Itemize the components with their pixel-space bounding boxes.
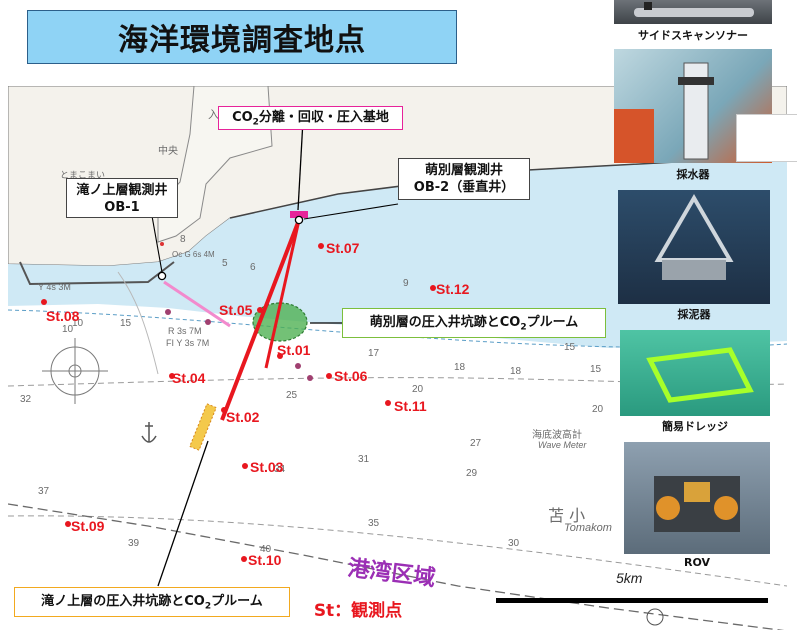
caption-mud-sampler: 採泥器 bbox=[677, 308, 711, 321]
depth-label: 32 bbox=[20, 394, 32, 405]
moebetsu-well-callout: 萌別層観測井 OB-2（垂直井） bbox=[398, 158, 530, 200]
light-label-2: FI Y 3s 7M bbox=[166, 338, 210, 348]
station-dot bbox=[65, 521, 71, 527]
callout-line: 滝ノ上層観測井 bbox=[76, 183, 168, 198]
photo-dredge bbox=[620, 330, 770, 416]
station-label[interactable]: St.10 bbox=[248, 552, 282, 568]
page-title: 海洋環境調査地点 bbox=[118, 23, 366, 58]
base-callout: CO2分離・回収・圧入基地 bbox=[218, 106, 403, 130]
station-label[interactable]: St.05 bbox=[219, 302, 253, 318]
station-dot bbox=[257, 307, 263, 313]
water-sampler-icon bbox=[614, 62, 714, 163]
depth-label: 20 bbox=[592, 404, 604, 415]
caption-side-scan-sonar: サイドスキャンソナー bbox=[638, 29, 748, 42]
station-label[interactable]: St.08 bbox=[46, 308, 80, 324]
station-label[interactable]: St.07 bbox=[326, 240, 360, 256]
station-label[interactable]: St.01 bbox=[277, 342, 311, 358]
depth-label: 15 bbox=[120, 318, 132, 329]
photo-rov bbox=[624, 442, 770, 554]
depth-label: 27 bbox=[470, 438, 482, 449]
station-dot bbox=[169, 373, 175, 379]
takinoue-plume-callout: 滝ノ上層の圧入井坑跡とCO2プルーム bbox=[14, 587, 290, 617]
tomakomai-kanji: 苫 小 bbox=[548, 506, 586, 525]
callout-text: 滝ノ上層の圧入井坑跡とCO bbox=[41, 594, 205, 609]
depth-label: 6 bbox=[250, 262, 256, 273]
light-label-4: Oc G 6s 4M bbox=[172, 250, 215, 259]
callout-text: 萌別層の圧入井坑跡とCO bbox=[369, 315, 521, 330]
photo-mud-sampler bbox=[618, 190, 770, 304]
photo-side-scan-sonar bbox=[614, 0, 772, 24]
callout-subscript: 2 bbox=[520, 322, 527, 333]
station-dot bbox=[242, 463, 248, 469]
depth-label: 39 bbox=[128, 538, 140, 549]
light-label-1: R 3s 7M bbox=[168, 326, 202, 336]
wave-meter-label: 海底波高計 bbox=[532, 430, 582, 441]
depth-label: 10 bbox=[72, 318, 84, 329]
sonar-device-icon bbox=[634, 2, 754, 17]
depth-label: 18 bbox=[454, 362, 466, 373]
depth-label: 18 bbox=[510, 366, 522, 377]
callout-line: OB-2（垂直井） bbox=[413, 180, 515, 195]
clipped-box bbox=[736, 114, 797, 162]
depth-label: 35 bbox=[368, 518, 380, 529]
depth-label: 15 bbox=[590, 364, 602, 375]
station-dot bbox=[277, 353, 283, 359]
callout-subscript: 2 bbox=[252, 117, 259, 128]
rov-icon bbox=[654, 476, 740, 532]
station-label[interactable]: St.12 bbox=[436, 281, 470, 297]
depth-label: 29 bbox=[466, 468, 478, 479]
station-label[interactable]: St.03 bbox=[250, 459, 284, 475]
station-dot bbox=[430, 285, 436, 291]
moebetsu-plume-callout: 萌別層の圧入井坑跡とCO2プルーム bbox=[342, 308, 606, 338]
mud-sampler-icon bbox=[654, 194, 734, 280]
dredge-icon bbox=[646, 347, 754, 403]
caption-dredge: 簡易ドレッジ bbox=[662, 420, 728, 433]
station-dot bbox=[41, 299, 47, 305]
callout-subscript: 2 bbox=[204, 601, 212, 612]
legend-station: St：観測点 bbox=[296, 596, 420, 626]
depth-label: 30 bbox=[508, 538, 520, 549]
caption-rov: ROV bbox=[683, 556, 711, 569]
callout-line: 萌別層観測井 bbox=[424, 163, 503, 178]
station-label[interactable]: St.06 bbox=[334, 368, 368, 384]
callout-text: プルーム bbox=[526, 315, 579, 330]
depth-label: 9 bbox=[403, 278, 409, 289]
station-dot bbox=[241, 556, 247, 562]
callout-text: CO bbox=[232, 110, 253, 125]
depth-label: 20 bbox=[412, 384, 424, 395]
station-label[interactable]: St.11 bbox=[394, 398, 427, 414]
station-label[interactable]: St.09 bbox=[71, 518, 105, 534]
chuo-label: 中央 bbox=[158, 146, 178, 157]
depth-label: 25 bbox=[286, 390, 298, 401]
tomakomai-kana: とまこまい bbox=[60, 170, 106, 180]
station-label[interactable]: St.04 bbox=[172, 370, 206, 386]
scale-label: 5km bbox=[616, 570, 643, 586]
station-dot bbox=[318, 243, 324, 249]
caption-water-sampler: 採水器 bbox=[676, 168, 710, 181]
station-dot bbox=[221, 407, 227, 413]
station-label[interactable]: St.02 bbox=[226, 409, 260, 425]
depth-label: 15 bbox=[564, 342, 576, 353]
depth-label: 34 bbox=[274, 464, 286, 475]
light-label-3: Y 4s 3M bbox=[38, 282, 71, 292]
depth-label: 37 bbox=[38, 486, 50, 497]
takinoue-well-callout: 滝ノ上層観測井 OB-1 bbox=[66, 178, 178, 218]
depth-label: 31 bbox=[358, 454, 370, 465]
callout-text: 分離・回収・圧入基地 bbox=[258, 110, 389, 125]
title-banner: 海洋環境調査地点 bbox=[27, 10, 457, 64]
depth-label: 10 bbox=[62, 324, 74, 335]
depth-label: 17 bbox=[368, 348, 380, 359]
tomakomai-en: Tomakom bbox=[564, 522, 612, 534]
depth-label: 8 bbox=[180, 234, 186, 245]
callout-text: プルーム bbox=[211, 594, 263, 609]
station-dot bbox=[326, 373, 332, 379]
depth-label: 5 bbox=[222, 258, 228, 269]
station-dot bbox=[385, 400, 391, 406]
callout-line: OB-1 bbox=[104, 200, 140, 215]
depth-label: 40 bbox=[260, 544, 272, 555]
wave-meter-en: Wave Meter bbox=[538, 440, 587, 450]
